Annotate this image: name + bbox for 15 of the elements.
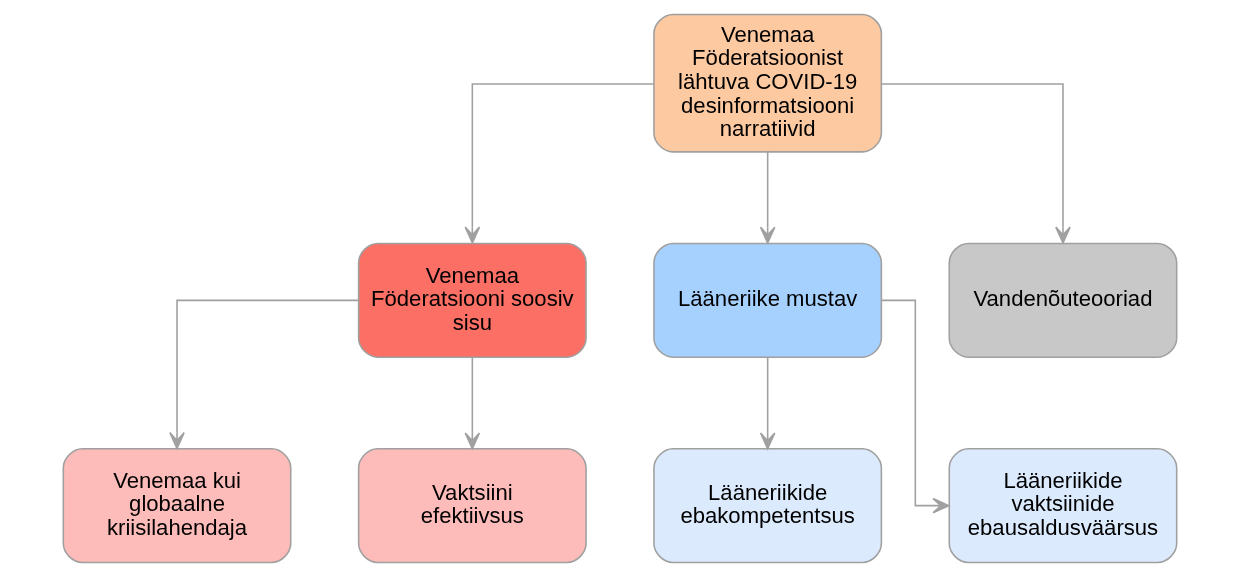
node-box: Lääneriike mustav (652, 242, 882, 358)
arrow (168, 299, 359, 450)
arrow (463, 356, 480, 450)
node-box: Vandenõuteooriad (948, 242, 1177, 358)
node-box: Vaktsiini efektiivsus (357, 448, 587, 564)
arrow (880, 83, 1071, 244)
node-box: Lääneriikide vaktsiinide ebausaldusväärsus (948, 448, 1177, 564)
arrow (759, 356, 776, 450)
node-box: Lääneriikide ebakompetentsus (652, 448, 882, 564)
node-box: Venemaa Föderatsioonist lähtuva COVID-19 desinformatsiooni narratiivid (652, 13, 882, 153)
arrow (880, 299, 950, 514)
node-box: Venemaa kui globaalne kriisilahendaja (62, 448, 292, 564)
arrow (463, 83, 655, 244)
arrow (759, 151, 776, 244)
node-box: Venemaa Föderatsiooni soosiv sisu (357, 242, 587, 358)
